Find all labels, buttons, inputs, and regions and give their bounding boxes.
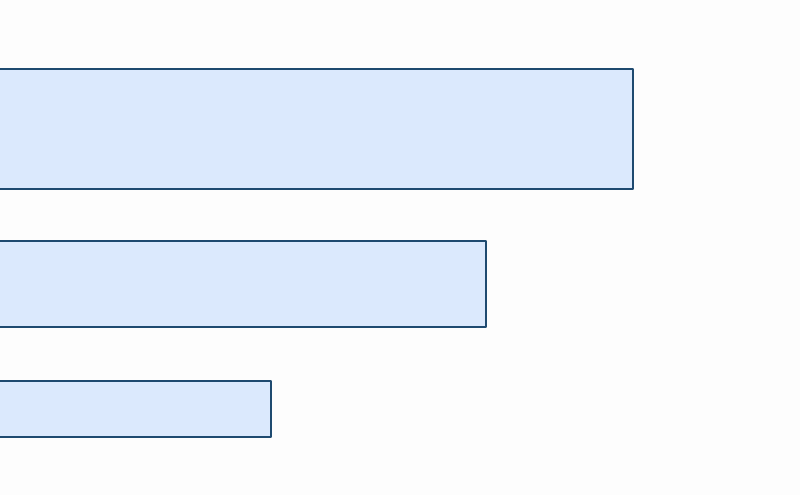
bottom-rectangle [0, 380, 272, 438]
middle-rectangle [0, 240, 487, 328]
top-rectangle [0, 68, 634, 190]
